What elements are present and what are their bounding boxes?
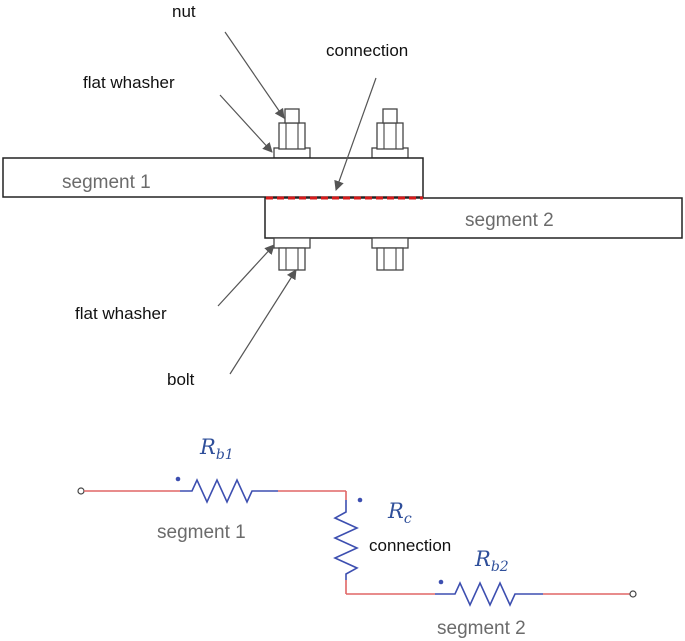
rb2-polarity-dot — [438, 579, 444, 585]
rb1-symbol: Rb1 — [199, 435, 234, 463]
bolt-label: bolt — [167, 370, 195, 389]
segment-2-circuit-label: segment 2 — [437, 618, 526, 639]
flat-whasher-bottom-label: flat whasher — [75, 304, 167, 323]
connection-top-label: connection — [326, 41, 408, 60]
segment-1-circuit-label: segment 1 — [157, 522, 246, 543]
nut-label: nut — [172, 2, 196, 21]
bottom-right-bolt — [371, 237, 409, 271]
segment-2-plate — [264, 197, 683, 239]
resistor-rb2 — [435, 581, 543, 607]
segment-2-plate-label: segment 2 — [465, 210, 554, 231]
resistor-rc — [333, 500, 359, 580]
flat-whasher-bottom-arrow — [217, 244, 275, 307]
flat-whasher-top-arrow — [219, 94, 273, 153]
segment-1-plate-label: segment 1 — [62, 172, 151, 193]
rc-symbol: Rc — [387, 499, 412, 527]
top-right-nut — [371, 108, 409, 159]
top-left-nut — [273, 108, 311, 159]
equivalent-circuit: Rb1 Rc Rb2 segment 1 connection segment … — [77, 435, 637, 639]
connection-circuit-label: connection — [369, 536, 451, 555]
rb1-polarity-dot — [175, 476, 181, 482]
flat-whasher-top-label: flat whasher — [83, 73, 175, 92]
nut-arrow — [224, 31, 285, 119]
segment-1-plate — [2, 157, 424, 198]
connection-top-arrow — [334, 77, 377, 191]
bolt-arrow — [229, 269, 297, 375]
left-terminal — [77, 487, 85, 495]
right-terminal — [629, 590, 637, 598]
bottom-left-bolt — [273, 237, 311, 271]
rc-polarity-dot — [357, 497, 363, 503]
resistor-rb1 — [180, 478, 278, 504]
rb2-symbol: Rb2 — [474, 547, 509, 575]
joint-assembly: nut flat whasher connection segment 1 se… — [2, 2, 683, 389]
